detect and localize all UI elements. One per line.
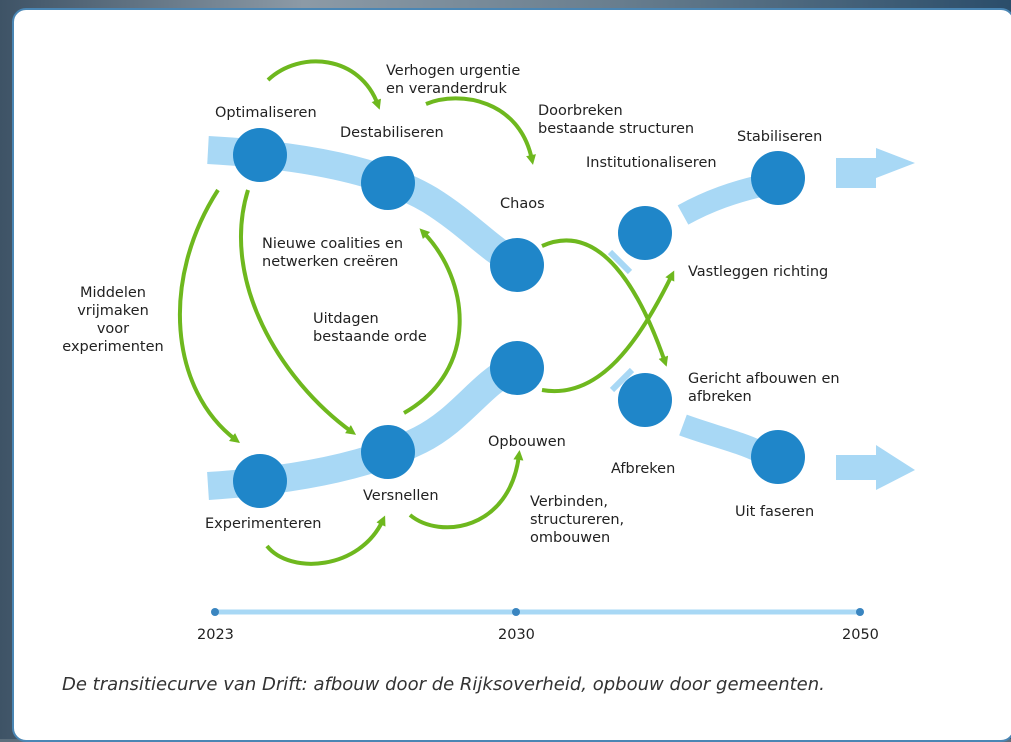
label-opbouwen: Opbouwen	[488, 434, 566, 450]
timeline-dot-2030	[512, 608, 520, 616]
label-experimenteren: Experimenteren	[205, 516, 322, 532]
label-optimaliseren: Optimaliseren	[215, 105, 317, 121]
arrow-opbouwen-vastleggen	[541, 270, 675, 394]
lower-right-band	[679, 414, 765, 462]
year-2030: 2030	[498, 627, 535, 643]
arrow-verhogen	[266, 59, 382, 110]
label-destabiliseren: Destabiliseren	[340, 125, 444, 141]
arrow-uitdagen	[403, 228, 462, 415]
node-chaos	[490, 238, 544, 292]
timeline-dot-2050	[856, 608, 864, 616]
year-2050: 2050	[842, 627, 879, 643]
upper-right-band	[677, 175, 763, 225]
arrow-chaos-afbreken	[541, 238, 669, 367]
label-verbinden: Verbinden,structureren,ombouwen	[530, 494, 625, 546]
arrow-middelen	[177, 188, 240, 444]
node-destabiliseren	[361, 156, 415, 210]
node-afbreken	[618, 373, 672, 427]
uit-faseren-arrow	[836, 445, 915, 490]
caption: De transitiecurve van Drift: afbouw door…	[62, 674, 825, 695]
year-2023: 2023	[197, 627, 234, 643]
timeline-dot-2023	[211, 608, 219, 616]
node-uit-faseren	[751, 430, 805, 484]
stabiliseren-arrow	[836, 148, 915, 188]
node-opbouwen	[490, 341, 544, 395]
label-afbreken: Afbreken	[611, 461, 676, 477]
node-optimaliseren	[233, 128, 287, 182]
arrow-experimenteren-versnellen	[265, 515, 386, 566]
label-chaos: Chaos	[500, 196, 545, 212]
node-versnellen	[361, 425, 415, 479]
arrow-verbinden	[408, 450, 524, 530]
label-versnellen: Versnellen	[363, 488, 439, 504]
label-stabiliseren: Stabiliseren	[737, 129, 823, 145]
arrow-optimaliseren-versnellen	[238, 189, 357, 435]
node-institutionaliseren	[618, 206, 672, 260]
node-experimenteren	[233, 454, 287, 508]
arrow-doorbreken	[425, 96, 536, 165]
label-uit-faseren: Uit faseren	[735, 504, 815, 520]
label-institutionaliseren: Institutionaliseren	[586, 155, 717, 171]
label-vastleggen-richting: Vastleggen richting	[688, 264, 829, 280]
node-stabiliseren	[751, 151, 805, 205]
